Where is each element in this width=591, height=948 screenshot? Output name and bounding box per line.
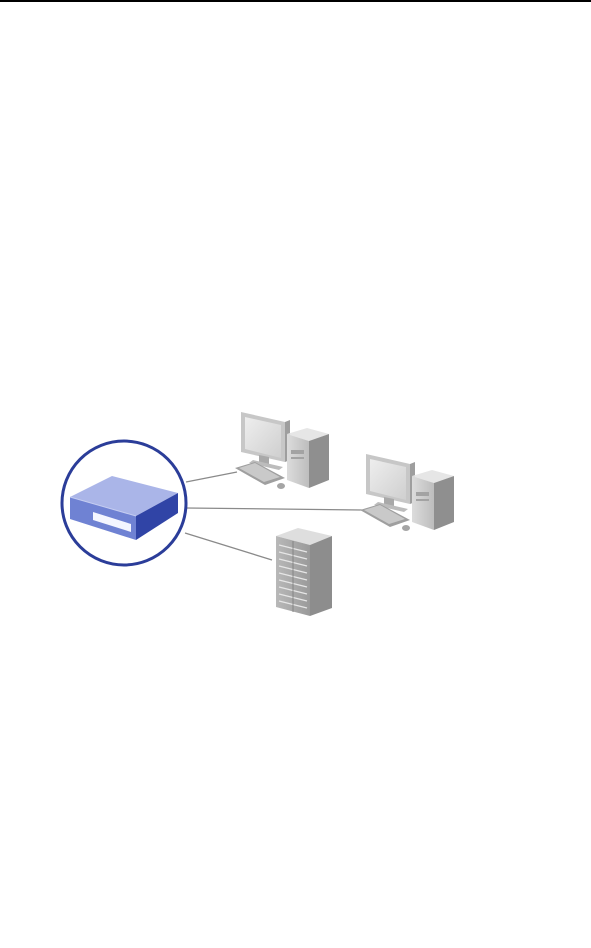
connection-lines [185,472,362,560]
desktop-computer-1 [235,412,329,489]
desktop-computer-icon [235,412,329,489]
server-tower [276,528,332,616]
desktop-computer-2 [360,454,454,531]
server-rack-icon [276,528,332,616]
connection-line-computer-2 [186,508,362,510]
connection-line-computer-1 [186,472,237,482]
network-switch-node [62,441,186,565]
desktop-computer-icon [360,454,454,531]
connection-line-server [185,533,272,560]
